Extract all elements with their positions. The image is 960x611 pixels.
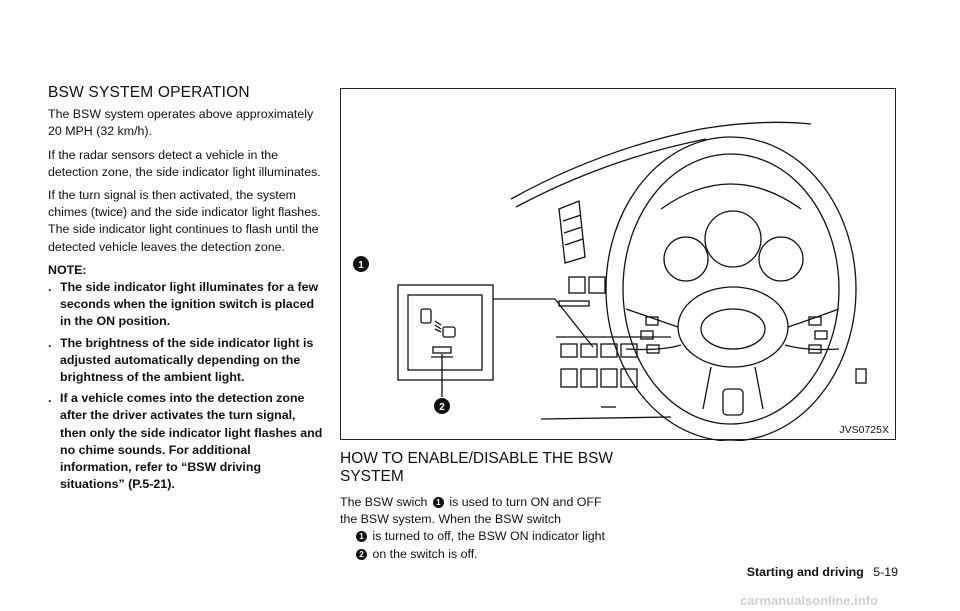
enable-disable-text: The BSW swich 1 is used to turn ON and O…: [340, 494, 615, 563]
bullet-mark: .: [48, 280, 52, 295]
text-part: is turned to off, the BSW ON indicator l…: [372, 529, 606, 544]
text-part: on the switch is off.: [372, 546, 478, 561]
note-text: If a vehicle comes into the detection zo…: [60, 391, 323, 492]
left-column: BSW SYSTEM OPERATION The BSW system oper…: [48, 84, 324, 497]
page-footer: Starting and driving 5-19: [747, 565, 898, 579]
callout-2-marker: 2: [434, 398, 450, 414]
note-item: . If a vehicle comes into the detection z…: [48, 390, 324, 493]
callout-1-badge: 1: [356, 531, 367, 543]
paragraph-turn-signal: If the turn signal is then activated, th…: [48, 188, 321, 254]
indented-line: 1 is turned to off, the BSW ON indicator…: [340, 528, 615, 545]
note-item: . The side indicator light illuminates fo…: [48, 279, 324, 331]
section-heading: BSW SYSTEM OPERATION: [48, 84, 250, 101]
figure-code: JVS0725X: [839, 424, 889, 436]
dashboard-illustration: 1 2 JVS0725X: [340, 88, 896, 441]
watermark: carmanualsonline.info: [740, 593, 878, 608]
note-label: NOTE:: [48, 262, 87, 277]
footer-section-title: Starting and driving: [746, 565, 864, 579]
indented-line: 2 on the switch is off.: [340, 546, 615, 563]
note-list: . The side indicator light illuminates fo…: [48, 279, 324, 493]
paragraph-speed: The BSW system operates above approximat…: [48, 107, 314, 139]
enable-disable-section: HOW TO ENABLE/DISABLE THE BSW SYSTEM The…: [340, 450, 615, 563]
text-part: The BSW swich: [340, 495, 428, 509]
text-part: is used to turn ON and OFF the BSW syste…: [340, 495, 602, 527]
note-text: The brightness of the side indicator lig…: [60, 335, 314, 385]
callout-2-badge: 2: [356, 548, 367, 560]
callout-2-label: 2: [439, 402, 445, 413]
steering-wheel-drawing: 1 2: [353, 121, 867, 441]
callout-1-label: 1: [358, 260, 364, 271]
note-item: . The brightness of the side indicator li…: [48, 335, 324, 387]
callout-1-marker: 1: [353, 256, 369, 272]
bullet-mark: .: [48, 391, 52, 406]
bullet-mark: .: [48, 335, 52, 350]
page-number: 5-19: [873, 565, 898, 579]
note-text: The side indicator light illuminates for…: [60, 280, 319, 329]
subsection-heading: HOW TO ENABLE/DISABLE THE BSW SYSTEM: [340, 450, 614, 485]
callout-1-badge: 1: [432, 497, 444, 508]
paragraph-detection: If the radar sensors detect a vehicle in…: [48, 147, 321, 179]
